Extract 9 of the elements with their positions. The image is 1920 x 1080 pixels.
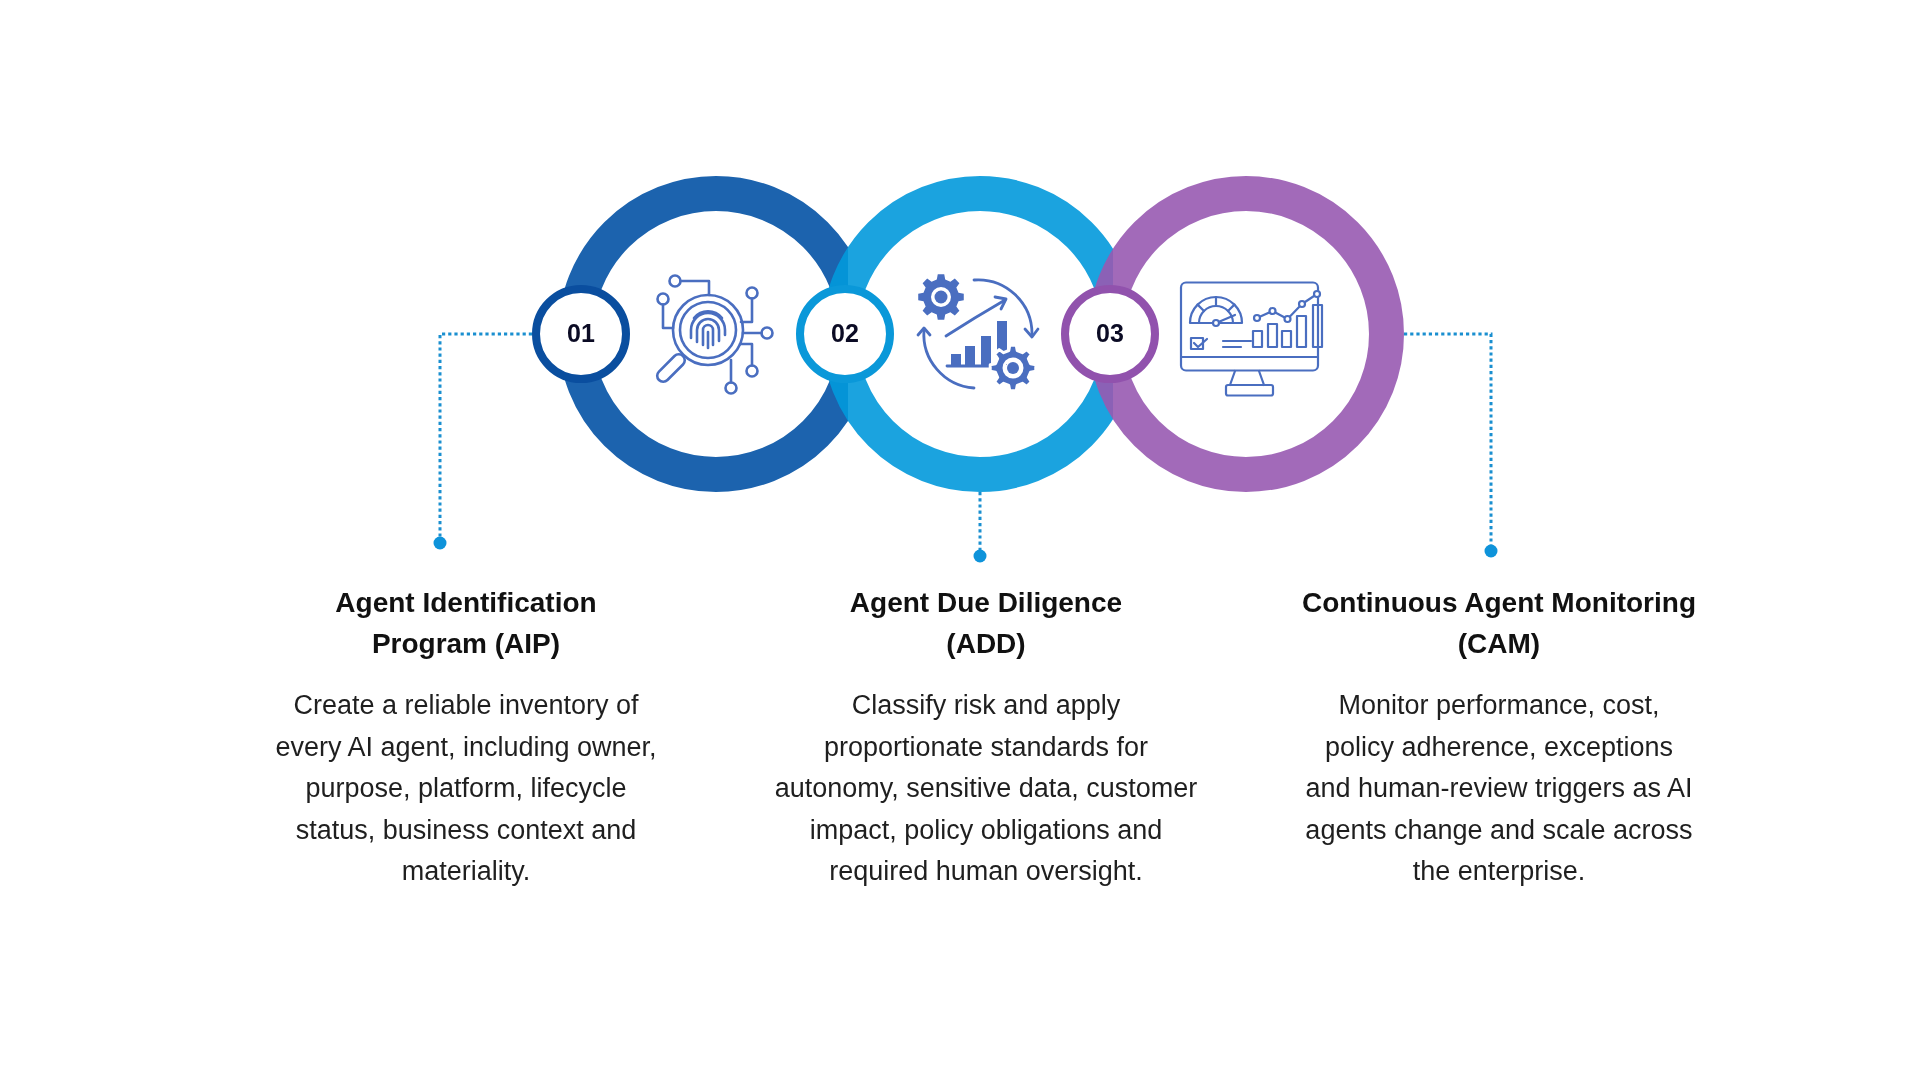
dotted-connector (973, 492, 987, 563)
dotted-connector (1404, 332, 1498, 558)
step-title: Continuous Agent Monitoring (CAM) (1301, 586, 1697, 661)
step-title: Agent Due Diligence (ADD) (848, 586, 1124, 661)
step-title: Agent Identification Program (AIP) (334, 586, 598, 661)
step-description: Monitor performance, cost, policy adherence, exceptions and human-review triggers as AI agents change and scale across the enterprise. (1304, 689, 1694, 889)
dotted-connector (433, 332, 532, 550)
step-description: Create a reliable inventory of every AI agent, including owner, purpose, platform, lifecycle status, business context and materiality. (274, 689, 658, 889)
step-description: Classify risk and apply proportionate standards for autonomy, sensitive data, customer impact, policy obligations and required human oversight. (773, 689, 1199, 889)
